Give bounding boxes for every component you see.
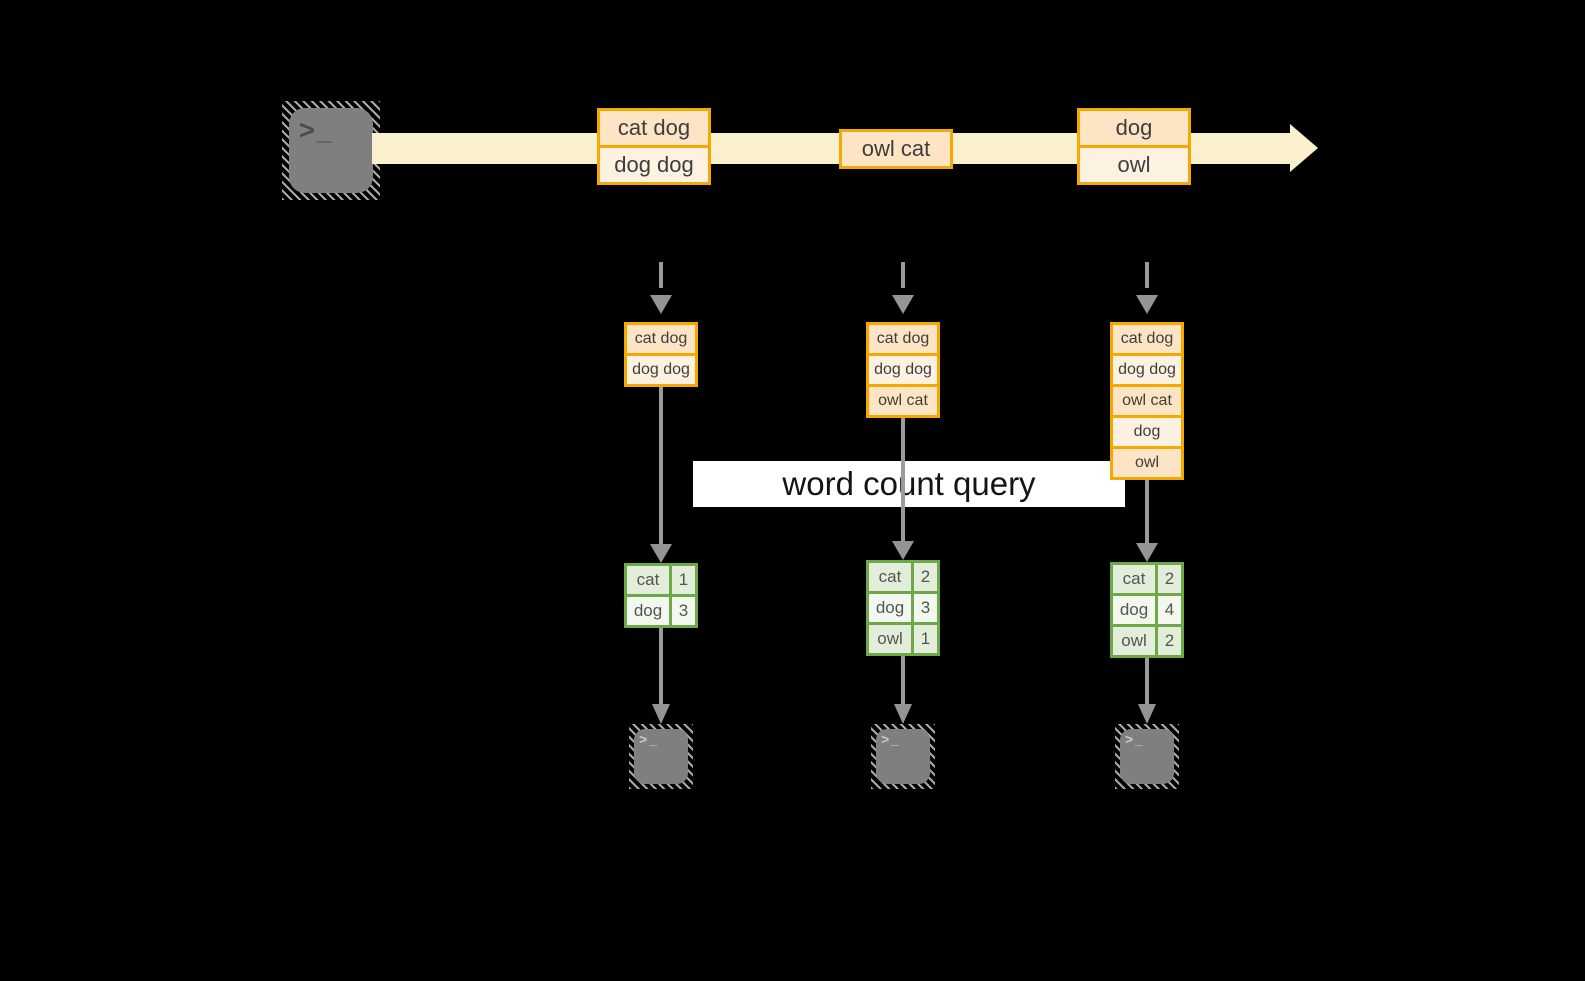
buffer-row: dog dog xyxy=(624,353,698,387)
buffer-row: cat dog xyxy=(1110,322,1184,356)
down-arrowhead-icon xyxy=(1136,295,1158,314)
count-row: dog 3 xyxy=(866,591,940,625)
buffer-stack-3: cat dog dog dog owl cat dog owl xyxy=(1110,322,1184,480)
event-box-1: cat dog dog dog xyxy=(597,108,711,185)
connector-line xyxy=(659,628,663,707)
event-line: dog xyxy=(1077,108,1191,148)
event-box-2: owl cat xyxy=(839,129,953,169)
count-word: cat xyxy=(1110,562,1158,596)
terminal-screen xyxy=(1120,729,1174,784)
count-value: 3 xyxy=(911,591,940,625)
connector-line xyxy=(659,385,663,546)
count-word: dog xyxy=(1110,593,1158,627)
count-value: 2 xyxy=(1155,562,1184,596)
output-terminal-icon: >_ xyxy=(871,724,935,789)
count-value: 4 xyxy=(1155,593,1184,627)
count-word: cat xyxy=(624,563,672,597)
count-word: cat xyxy=(866,560,914,594)
buffer-row: dog dog xyxy=(1110,353,1184,387)
count-word: dog xyxy=(866,591,914,625)
count-row: cat 2 xyxy=(866,560,940,594)
count-word: owl xyxy=(866,622,914,656)
count-table-1: cat 1 dog 3 xyxy=(624,563,698,628)
buffer-stack-1: cat dog dog dog xyxy=(624,322,698,387)
buffer-stack-2: cat dog dog dog owl cat xyxy=(866,322,940,418)
count-row: cat 2 xyxy=(1110,562,1184,596)
buffer-row: cat dog xyxy=(866,322,940,356)
count-row: owl 2 xyxy=(1110,624,1184,658)
count-row: dog 4 xyxy=(1110,593,1184,627)
buffer-row: dog xyxy=(1110,415,1184,449)
terminal-screen xyxy=(634,729,688,784)
count-value: 2 xyxy=(1155,624,1184,658)
event-line: owl cat xyxy=(839,129,953,169)
down-arrowhead-icon xyxy=(892,295,914,314)
terminal-prompt-glyph: >_ xyxy=(639,731,659,747)
down-arrowhead-icon xyxy=(1138,704,1156,724)
output-terminal-icon: >_ xyxy=(629,724,693,789)
connector-line xyxy=(1145,478,1149,545)
down-arrowhead-icon xyxy=(650,295,672,314)
terminal-screen xyxy=(876,729,930,784)
terminal-prompt-glyph: >_ xyxy=(299,115,334,145)
event-line: dog dog xyxy=(597,145,711,185)
event-box-3: dog owl xyxy=(1077,108,1191,185)
count-value: 2 xyxy=(911,560,940,594)
down-arrowhead-icon xyxy=(650,544,672,563)
count-word: owl xyxy=(1110,624,1158,658)
down-arrowhead-icon xyxy=(1136,543,1158,562)
down-arrowhead-icon xyxy=(892,541,914,560)
count-row: dog 3 xyxy=(624,594,698,628)
count-value: 1 xyxy=(669,563,698,597)
count-table-3: cat 2 dog 4 owl 2 xyxy=(1110,562,1184,658)
buffer-row: owl cat xyxy=(866,384,940,418)
count-row: owl 1 xyxy=(866,622,940,656)
connector-line xyxy=(901,656,905,707)
dashed-arrow-line xyxy=(1145,262,1149,288)
connector-line xyxy=(1145,658,1149,707)
buffer-row: owl cat xyxy=(1110,384,1184,418)
dashed-arrow-line xyxy=(659,262,663,288)
connector-line xyxy=(901,416,905,543)
dashed-arrow-line xyxy=(901,262,905,288)
output-terminal-icon: >_ xyxy=(1115,724,1179,789)
stream-arrowhead-icon xyxy=(1290,124,1318,172)
query-banner: word count query xyxy=(693,461,1125,507)
down-arrowhead-icon xyxy=(894,704,912,724)
event-line: owl xyxy=(1077,145,1191,185)
count-table-2: cat 2 dog 3 owl 1 xyxy=(866,560,940,656)
buffer-row: owl xyxy=(1110,446,1184,480)
terminal-prompt-glyph: >_ xyxy=(1125,731,1145,747)
buffer-row: dog dog xyxy=(866,353,940,387)
source-terminal-icon: >_ xyxy=(282,101,380,200)
buffer-row: cat dog xyxy=(624,322,698,356)
count-row: cat 1 xyxy=(624,563,698,597)
terminal-screen xyxy=(289,108,373,193)
event-line: cat dog xyxy=(597,108,711,148)
count-word: dog xyxy=(624,594,672,628)
down-arrowhead-icon xyxy=(652,704,670,724)
count-value: 1 xyxy=(911,622,940,656)
count-value: 3 xyxy=(669,594,698,628)
terminal-prompt-glyph: >_ xyxy=(881,731,901,747)
